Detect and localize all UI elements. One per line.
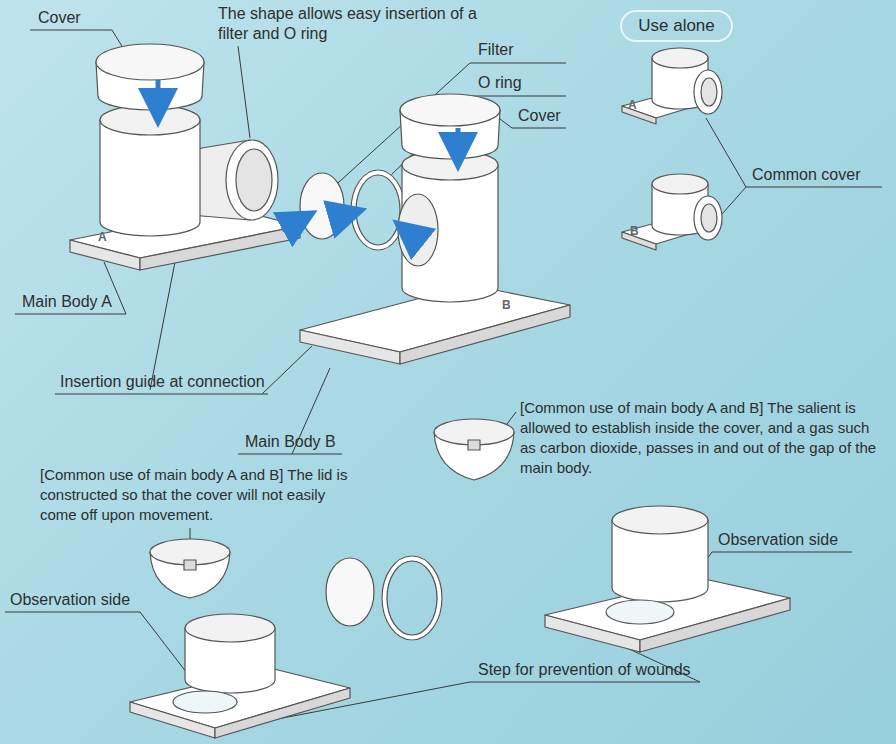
body-letter: A	[98, 230, 107, 244]
part-label: Main Body B	[245, 432, 336, 452]
part-label: Main Body A	[22, 292, 112, 312]
pill-badge: Use alone	[620, 10, 733, 42]
part-label: Step for prevention of wounds	[478, 660, 691, 680]
part-label: Observation side	[718, 530, 838, 550]
badge-text: Use alone	[638, 16, 715, 36]
body-letter: A	[628, 98, 637, 112]
note-text: [Common use of main body A and B] The sa…	[520, 398, 882, 478]
body-letter: B	[630, 224, 639, 238]
part-label: Cover	[518, 106, 561, 126]
part-label: Cover	[38, 8, 81, 28]
body-letter: B	[502, 298, 511, 312]
note-text: The shape allows easy insertion of a fil…	[218, 4, 480, 44]
part-label: Observation side	[10, 590, 130, 610]
part-label: Filter	[478, 40, 514, 60]
part-label: Insertion guide at connection	[60, 372, 265, 392]
note-text: [Common use of main body A and B] The li…	[40, 465, 355, 525]
part-label: O ring	[478, 73, 522, 93]
part-label: Common cover	[752, 165, 860, 185]
